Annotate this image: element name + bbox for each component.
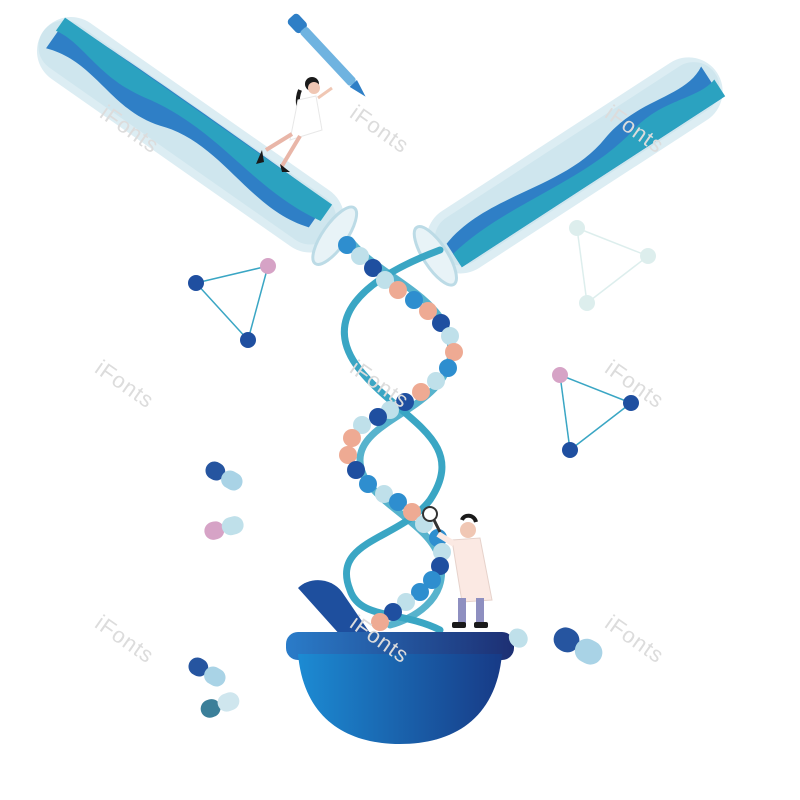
test-tube-left-icon: [36, 17, 359, 266]
dna-helix-icon: [338, 236, 463, 634]
dna-bead: [351, 247, 369, 265]
dna-beads: [338, 236, 463, 631]
dna-bead: [347, 461, 365, 479]
dna-bead: [432, 314, 450, 332]
dna-bead: [369, 408, 387, 426]
dna-bead: [389, 493, 407, 511]
dna-bead: [396, 393, 414, 411]
capsule-icon: [508, 628, 528, 648]
scientist-woman-icon: [256, 77, 333, 172]
dna-bead: [384, 603, 402, 621]
dna-bead: [376, 271, 394, 289]
dna-bead: [433, 543, 451, 561]
dna-bead: [412, 383, 430, 401]
dna-bead: [397, 593, 415, 611]
dna-bead: [375, 485, 393, 503]
dna-bead: [339, 446, 357, 464]
dna-bead: [405, 291, 423, 309]
magnifier-icon: [422, 506, 442, 533]
dropper-icon: [287, 13, 366, 97]
molecule-icon: [188, 258, 276, 348]
dna-bead: [445, 343, 463, 361]
dna-bead: [343, 429, 361, 447]
dna-bead: [431, 557, 449, 575]
dna-bead: [364, 259, 382, 277]
molecule-icon: [552, 367, 639, 458]
dna-bead: [423, 571, 441, 589]
test-tube-right-icon: [412, 57, 726, 287]
capsule-icon: [204, 516, 244, 540]
dna-bead: [411, 583, 429, 601]
dna-bead: [441, 327, 459, 345]
dna-bead: [419, 302, 437, 320]
dna-bead: [353, 416, 371, 434]
molecule-icon: [569, 220, 656, 311]
dna-bead: [389, 281, 407, 299]
dna-bead: [338, 236, 356, 254]
dna-bead: [427, 372, 445, 390]
dna-bead: [439, 359, 457, 377]
dna-bead: [371, 613, 389, 631]
dna-bead: [359, 475, 377, 493]
capsule-icon: [200, 692, 240, 718]
mortar-pestle-icon: [286, 580, 514, 744]
dna-bead: [403, 503, 421, 521]
capsule-icon: [188, 657, 226, 687]
capsule-icon: [553, 627, 603, 665]
scientist-man-icon: [436, 513, 493, 628]
capsule-icon: [205, 461, 243, 491]
